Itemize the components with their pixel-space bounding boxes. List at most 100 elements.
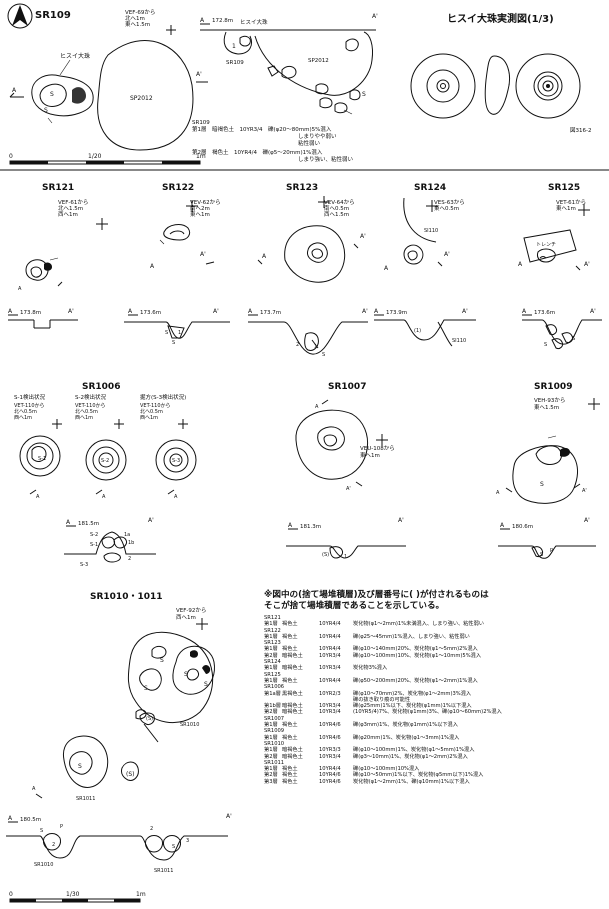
legend-row: SR1009 xyxy=(264,728,606,734)
svg-text:西へ1m: 西へ1m xyxy=(14,415,32,421)
sr122-block: SR122 VEV-62から 南へ2m 東へ1m A A' A 173.6m A… xyxy=(124,183,230,346)
svg-text:A: A xyxy=(102,494,106,500)
legend-layer: SR1009 xyxy=(264,728,285,735)
svg-text:A: A xyxy=(174,494,178,500)
legend-layer: 第1層 xyxy=(264,722,278,729)
svg-text:SR124: SR124 xyxy=(414,183,446,193)
svg-text:SR109: SR109 xyxy=(226,60,244,66)
sr123-block: SR123 VEV-64から 南へ0.5m 西へ1.5m A A' A 173.… xyxy=(248,183,368,358)
svg-text:VEU-108から: VEU-108から xyxy=(360,445,395,452)
svg-text:173.6m: 173.6m xyxy=(140,310,161,316)
svg-text:S: S xyxy=(572,336,575,342)
legend-layer: 第1a層 xyxy=(264,690,281,697)
legend-soil: 暗褐色土 xyxy=(282,652,303,659)
svg-text:S: S xyxy=(184,671,188,678)
svg-text:S: S xyxy=(40,828,43,834)
svg-text:SR123: SR123 xyxy=(286,183,318,193)
svg-text:東へ1.5m: 東へ1.5m xyxy=(534,403,559,411)
svg-text:1/30: 1/30 xyxy=(66,891,80,898)
legend-soil: 褐色土 xyxy=(282,677,298,684)
legend-row: SR124 xyxy=(264,659,606,665)
sr124-block: SR124 VES-63から 東へ0.5m SI110 A A' A 173.9… xyxy=(374,183,476,347)
svg-text:181.5m: 181.5m xyxy=(78,521,99,527)
legend-color: 10YR3/4 xyxy=(319,665,341,672)
legend-color: 10YR4/4 xyxy=(319,633,341,640)
svg-text:A: A xyxy=(36,494,40,500)
svg-text:VET-110から: VET-110から xyxy=(75,402,106,409)
svg-text:VET-110から: VET-110から xyxy=(140,402,171,409)
svg-text:SI110: SI110 xyxy=(452,338,466,344)
legend-soil: 褐色土 xyxy=(282,772,298,779)
legend-desc: (10YR5/4)7%、炭化物(φ1mm)3%、礫(φ10〜60mm)2%混入 xyxy=(353,709,502,716)
legend-soil: 暗褐色土 xyxy=(282,665,303,672)
sr1006-block: SR1006 S-1検出状況 S-2検出状況 掘方(S-3検出状況) VET-1… xyxy=(14,382,197,568)
svg-text:A': A' xyxy=(398,517,404,524)
svg-text:0: 0 xyxy=(9,153,13,160)
legend-note: ※図中の(捨て場堆積層)及び層番号に( )が付されるものは そこが捨て場堆積層で… xyxy=(264,590,489,611)
svg-text:S-3: S-3 xyxy=(80,562,88,568)
svg-text:A: A xyxy=(248,308,253,315)
legend-soil: 褐色土 xyxy=(282,621,298,628)
sr109-note-3: 粘性弱い xyxy=(298,139,321,147)
svg-text:SR1010: SR1010 xyxy=(34,862,53,868)
svg-text:180.6m: 180.6m xyxy=(512,524,533,530)
legend-layer: SR1007 xyxy=(264,715,285,722)
svg-text:(S): (S) xyxy=(146,716,153,722)
svg-text:2: 2 xyxy=(150,826,153,832)
legend-layer: 第1層 xyxy=(264,747,278,754)
svg-text:S: S xyxy=(44,107,48,114)
svg-text:SR122: SR122 xyxy=(162,183,194,193)
svg-text:西へ1m: 西へ1m xyxy=(58,211,78,218)
sr109-title: SR109 xyxy=(35,10,71,21)
sr109-note-0: SR109 xyxy=(192,120,210,126)
legend-layer: 第1層 xyxy=(264,646,278,653)
legend-layer: 第2層 xyxy=(264,772,278,779)
svg-text:東へ1m: 東へ1m xyxy=(360,451,380,459)
svg-text:A: A xyxy=(8,815,13,822)
legend-desc: 礫(φ10〜140mm)20%、炭化物(φ1〜5mm)2%混入 xyxy=(353,646,478,653)
legend-desc: 礫(φ25〜45mm)1%混入、しまり強い、粘性弱い xyxy=(353,633,470,640)
svg-text:A': A' xyxy=(372,13,378,20)
svg-text:173.7m: 173.7m xyxy=(260,310,281,316)
legend-row: SR1006 xyxy=(264,684,606,690)
svg-text:SR1011: SR1011 xyxy=(76,796,95,802)
sp2012-pit xyxy=(97,40,194,151)
svg-text:S: S xyxy=(78,763,82,770)
svg-text:VEV-62から: VEV-62から xyxy=(190,199,221,206)
legend-row: SR122 xyxy=(264,628,606,634)
svg-text:VEH-93から: VEH-93から xyxy=(534,397,565,404)
svg-text:南へ0.5m: 南へ0.5m xyxy=(324,204,349,212)
svg-text:S-2検出状況: S-2検出状況 xyxy=(75,393,106,401)
svg-text:S-3: S-3 xyxy=(172,458,180,464)
svg-text:A: A xyxy=(12,87,17,94)
sr109-datum-1: VEF-69から xyxy=(125,9,155,16)
legend-layer: 第1層 xyxy=(264,621,278,628)
legend-row: SR123 xyxy=(264,640,606,646)
svg-text:1: 1 xyxy=(344,554,347,560)
legend-layer: SR122 xyxy=(264,627,281,634)
legend-row: 礫の抜き取り痕の可能性 xyxy=(264,697,606,703)
svg-text:VEF-92から: VEF-92から xyxy=(176,607,206,614)
legend-row: SR1011 xyxy=(264,760,606,766)
svg-text:A': A' xyxy=(213,308,219,315)
sr1007-block: SR1007 A VEU-108から 東へ1m A' A 181.3m A' (… xyxy=(286,382,406,560)
svg-text:SR121: SR121 xyxy=(42,183,74,193)
svg-text:A': A' xyxy=(362,308,368,315)
svg-text:S-2: S-2 xyxy=(90,532,98,538)
sr109-section: A 172.8m ヒスイ大珠 A' 1 SR109 SP2012 S xyxy=(200,13,378,115)
legend-desc: 礫(φ10〜100mm)10%混入 xyxy=(353,766,420,773)
legend-layer: SR1010 xyxy=(264,740,285,747)
svg-text:3: 3 xyxy=(186,838,189,844)
legend-desc: 礫(φ10〜100mm)10%、炭化物(φ1〜10mm)5%混入 xyxy=(353,652,482,659)
